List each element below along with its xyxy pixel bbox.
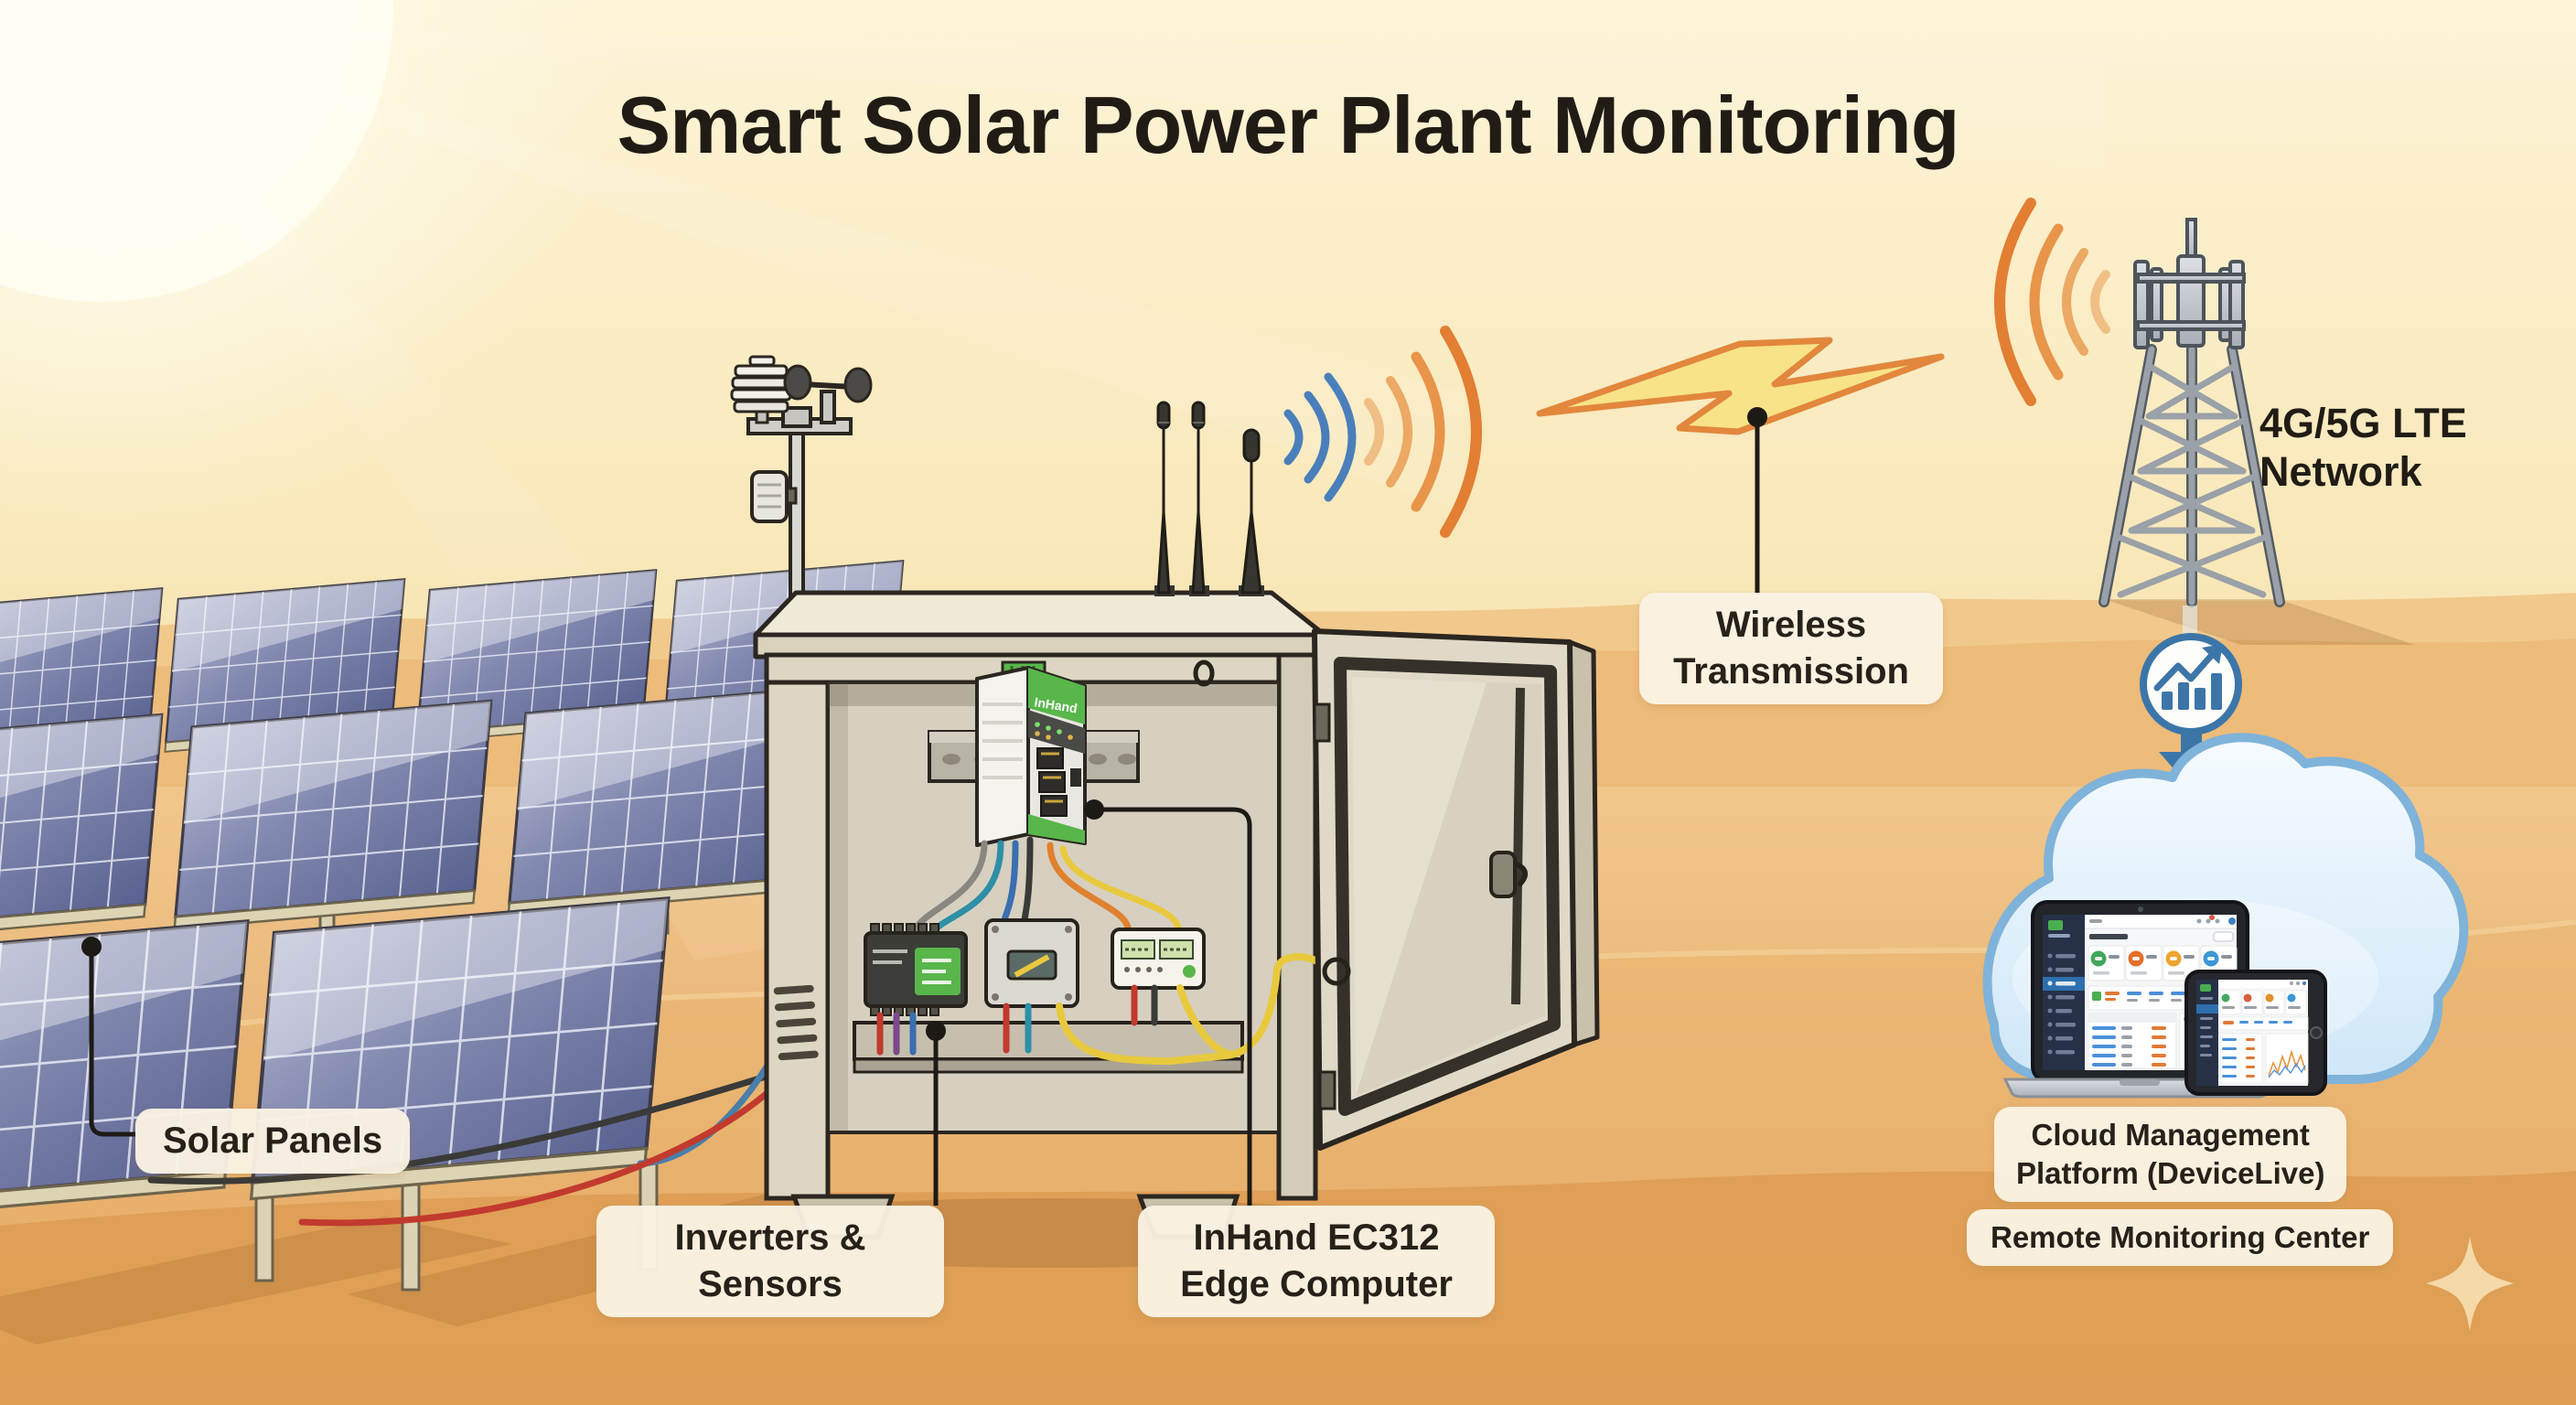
door-handle: [1489, 851, 1528, 898]
antenna-icon: [1239, 428, 1264, 596]
solar-panel: [0, 713, 164, 945]
antenna-icon: [1189, 401, 1209, 596]
cabinet-right-wall: [1276, 652, 1318, 1201]
tower-wifi-waves-icon: [1994, 198, 2110, 406]
wifi-waves-blue-icon: [1283, 372, 1357, 502]
label-text: Remote Monitoring Center: [1991, 1220, 2370, 1254]
lightning-bolt-icon: [1536, 337, 1945, 435]
label-wireless-transmission: Wireless Transmission: [1639, 593, 1943, 705]
edge-computer-device: InHand: [975, 660, 1087, 847]
label-connectors: [89, 807, 1252, 1206]
label-text: Inverters &: [674, 1217, 866, 1258]
connector-dot: [926, 1021, 946, 1041]
dashboard-button: [2213, 931, 2234, 942]
label-text: Cloud Management: [2031, 1118, 2310, 1152]
label-solar-panels: Solar Panels: [135, 1109, 411, 1174]
cell-tower-icon: [2098, 218, 2415, 645]
sparkle-icon: [2426, 1237, 2514, 1331]
dashboard-logo-icon: [2048, 920, 2063, 930]
device-brand-label: InHand: [1034, 694, 1079, 715]
connector-edge-computer: [1094, 807, 1252, 1206]
label-lte-network: 4G/5G LTE Network: [2259, 399, 2467, 496]
home-button: [2310, 1026, 2323, 1039]
anemometer-icon: [783, 364, 873, 424]
tablet-kpi-cards: [2219, 990, 2307, 1015]
device-wires: [911, 836, 1182, 935]
label-text: Platform (DeviceLive): [2016, 1156, 2325, 1191]
sensor-cylinder-icon: [750, 470, 798, 523]
connector-dot: [81, 937, 102, 957]
door-hinge: [1313, 702, 1331, 743]
mounting-hole: [1193, 660, 1215, 687]
label-text: Network: [2259, 448, 2422, 496]
dashboard-topbar: [2085, 915, 2237, 929]
power-meter: [1111, 928, 1206, 1026]
cabinet-antennas: [1154, 401, 1264, 596]
cable-grommet: [1322, 957, 1351, 986]
tablet-chart: [2265, 1033, 2309, 1084]
panel-cables: [147, 1057, 774, 1227]
label-cloud-platform: Cloud Management Platform (DeviceLive): [1994, 1107, 2347, 1203]
tablet: [2184, 970, 2327, 1096]
label-text: InHand EC312: [1193, 1217, 1440, 1258]
label-text: Edge Computer: [1180, 1264, 1453, 1305]
tablet-dashboard: [2196, 980, 2309, 1086]
label-text: Sensors: [698, 1264, 843, 1305]
meter-logo-icon: [1183, 965, 1196, 978]
dashboard-table: [2088, 1013, 2177, 1069]
laptop-notch: [2120, 1079, 2160, 1086]
page-title: Smart Solar Power Plant Monitoring: [617, 80, 1959, 170]
sensor-box: [984, 918, 1079, 1054]
antenna-icon: [1154, 401, 1175, 596]
avatar: [2228, 917, 2236, 925]
door-hinge: [1318, 1070, 1336, 1110]
cabinet-left-wall: [764, 652, 831, 1201]
inverter-module: [864, 923, 968, 1056]
weather-station-icon: [730, 355, 873, 642]
webcam-icon: [2138, 906, 2143, 912]
vent-louvers-icon: [773, 984, 819, 1061]
connector-wireless: [1747, 407, 1767, 595]
chart-up-icon: [2140, 633, 2242, 735]
label-text: Transmission: [1673, 651, 1909, 692]
cabinet-roof: [753, 590, 1327, 660]
connector-solar-panels: [89, 947, 135, 1137]
door-lock-rod: [1511, 687, 1525, 1005]
label-inverters-sensors: Inverters & Sensors: [596, 1206, 944, 1318]
label-text: Solar Panels: [163, 1121, 383, 1161]
tablet-table: [2219, 1033, 2263, 1084]
solar-panel: [0, 921, 247, 1221]
tablet-logo-icon: [2200, 984, 2211, 992]
radiation-shield-icon: [730, 355, 792, 424]
connector-dot: [1084, 799, 1104, 820]
label-text: 4G/5G LTE: [2259, 400, 2467, 446]
ethernet-ports-icon: [1036, 747, 1081, 817]
label-remote-monitoring: Remote Monitoring Center: [1967, 1209, 2394, 1267]
notification-badge: [2209, 915, 2215, 920]
cabinet-door: [1312, 628, 1600, 1151]
label-text: Wireless: [1715, 605, 1867, 645]
solar-panel: [173, 699, 493, 931]
label-edge-computer: InHand EC312 Edge Computer: [1138, 1206, 1495, 1318]
dashboard-sidebar: [2043, 915, 2085, 1070]
device-brand-band: [1028, 668, 1085, 724]
wifi-waves-orange-icon: [1364, 326, 1482, 538]
